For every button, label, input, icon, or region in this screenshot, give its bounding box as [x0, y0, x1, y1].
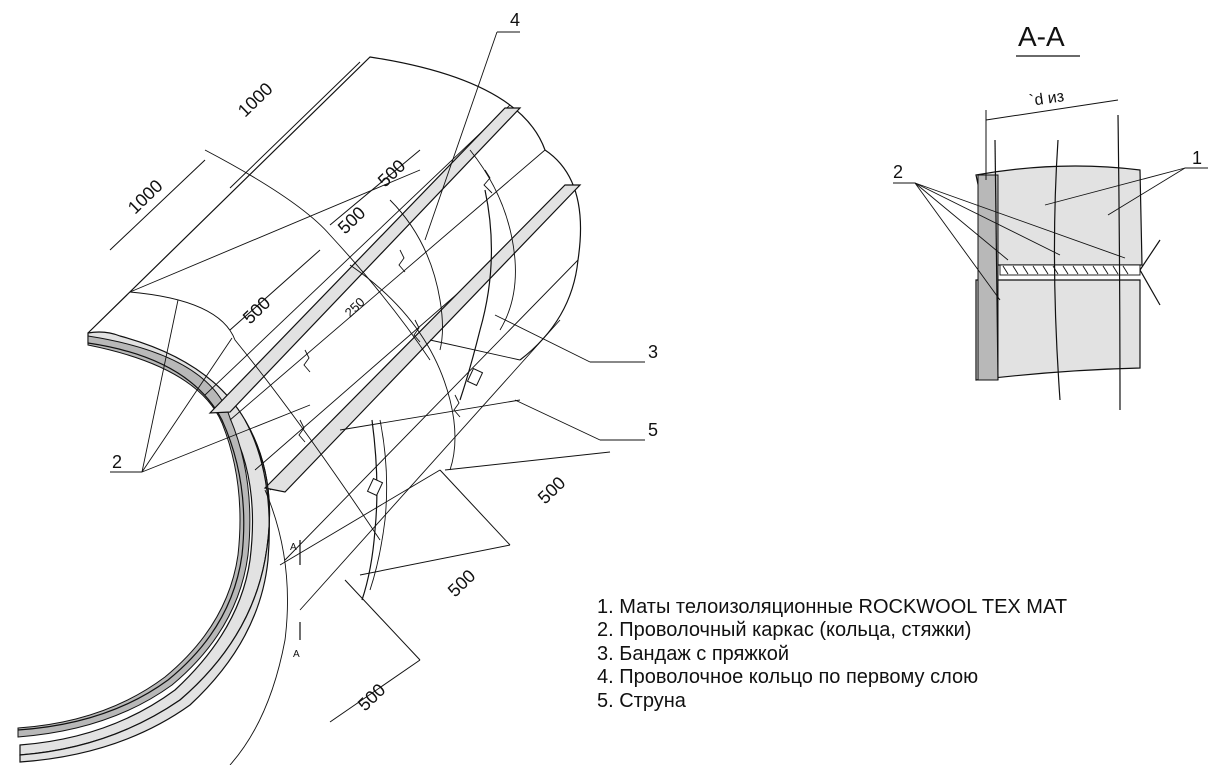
- ring-1: [129, 291, 381, 541]
- section-outer-layer: [977, 174, 999, 381]
- dim-line-1000-left: [109, 159, 206, 251]
- ring-3: [349, 264, 456, 471]
- dim-line-500a: [329, 149, 421, 226]
- generator-line: [229, 149, 546, 421]
- section-joint-hatch: [1002, 265, 1129, 275]
- section-mark-a-bottom: A: [293, 649, 300, 660]
- section-dim-label: `d из: [1028, 88, 1065, 110]
- dim-1000-top: 1000: [234, 79, 277, 121]
- legend-item-5: 5. Струна: [597, 689, 686, 712]
- callout-2: 2: [112, 452, 122, 472]
- section-mat-upper: [975, 165, 1143, 266]
- callout-4-leader: [424, 31, 498, 241]
- grid-line: [279, 469, 441, 566]
- callout-5-leader: [514, 399, 601, 441]
- wire-tie-icon: [398, 249, 406, 273]
- dim-ext-mid: [439, 469, 511, 546]
- legend-item-4: 4. Проволочное кольцо по первому слою: [597, 666, 979, 689]
- dim-250: 250: [342, 294, 368, 320]
- dim-500-b: 500: [334, 203, 370, 238]
- dim-line-500b: [229, 249, 321, 331]
- end-face-band: [19, 419, 271, 763]
- outer-layer-edge: [17, 335, 251, 738]
- ring-6: [369, 419, 388, 591]
- wire-tie-icon: [453, 394, 461, 418]
- grid-line: [339, 399, 521, 431]
- section-wire: [1053, 139, 1061, 401]
- dim-ext-bottom: [344, 579, 421, 661]
- bandage-1: [459, 189, 493, 401]
- section-wire: [1117, 114, 1121, 411]
- section-aa-view: A-A `d из 2 1: [893, 21, 1208, 411]
- seam-strip-2: [263, 184, 582, 493]
- ring-4: [389, 199, 443, 351]
- dim-line-bottom: [329, 659, 421, 723]
- ring-2: [204, 149, 431, 361]
- seam-strip-1: [208, 107, 522, 414]
- callout-4: 4: [510, 10, 520, 30]
- callout-3: 3: [648, 342, 658, 362]
- generator-line: [204, 104, 511, 396]
- wire-tie-icon: [483, 169, 493, 194]
- legend-item-2: 2. Проволочный каркас (кольца, стяжки): [597, 619, 972, 642]
- ring-5: [469, 149, 516, 331]
- callout-1: 1: [1192, 148, 1202, 168]
- section-strap-ends: [1139, 239, 1161, 306]
- callout-3-leader: [494, 314, 591, 363]
- callouts-main: 2 4 3 5: [110, 10, 658, 473]
- section-wire: [994, 139, 999, 381]
- callout-2-leader: [141, 299, 179, 473]
- dim-line-right: [444, 451, 611, 471]
- buckle-1: [466, 367, 484, 387]
- generator-line: [129, 169, 421, 293]
- callout-2-section-leader: [914, 182, 1126, 259]
- dim-line-mid: [359, 544, 511, 576]
- callout-2-section: 2: [893, 162, 903, 182]
- dim-1000-left: 1000: [124, 176, 167, 218]
- legend: 1. Маты телоизоляционные ROCKWOOL TEX MA…: [597, 596, 1208, 713]
- wire-tie-icon: [303, 349, 311, 373]
- generator-line: [284, 259, 579, 561]
- callout-2-leader: [141, 404, 311, 473]
- dim-500-c: 500: [239, 293, 275, 328]
- section-dim-line: [985, 99, 1119, 121]
- cylinder-top-edge: [87, 56, 582, 361]
- bandage-2: [361, 419, 378, 601]
- buckle-2: [366, 477, 384, 497]
- callout-2-section-leader: [914, 182, 1061, 256]
- section-mark-a-top: A: [290, 542, 297, 553]
- section-marks: A A: [290, 540, 301, 660]
- dim-500-mid: 500: [444, 566, 480, 601]
- dim-line-1000-top: [229, 61, 361, 189]
- pipe-insulation-iso-view: [17, 56, 582, 765]
- dimension-lines: [109, 61, 611, 723]
- end-face-outer: [229, 489, 288, 765]
- dim-500-a: 500: [374, 156, 410, 191]
- section-title: A-A: [1018, 21, 1065, 52]
- callout-2-leader: [141, 337, 233, 473]
- dim-500-right: 500: [534, 473, 570, 508]
- generator-line: [299, 319, 561, 611]
- pipe-inner-arc: [17, 342, 245, 731]
- wire-tie-icon: [298, 419, 306, 443]
- callout-2-section-leader: [914, 182, 1001, 301]
- wire-tie-icon: [413, 319, 421, 343]
- callout-1-leader: [1044, 167, 1186, 206]
- grid-line: [429, 339, 521, 361]
- callout-1-leader: [1107, 167, 1186, 216]
- legend-item-1: 1. Маты телоизоляционные ROCKWOOL TEX MA…: [597, 596, 1068, 618]
- callout-2-section-leader: [914, 182, 1009, 261]
- legend-item-3: 3. Бандаж с пряжкой: [597, 642, 790, 665]
- callout-5: 5: [648, 420, 658, 440]
